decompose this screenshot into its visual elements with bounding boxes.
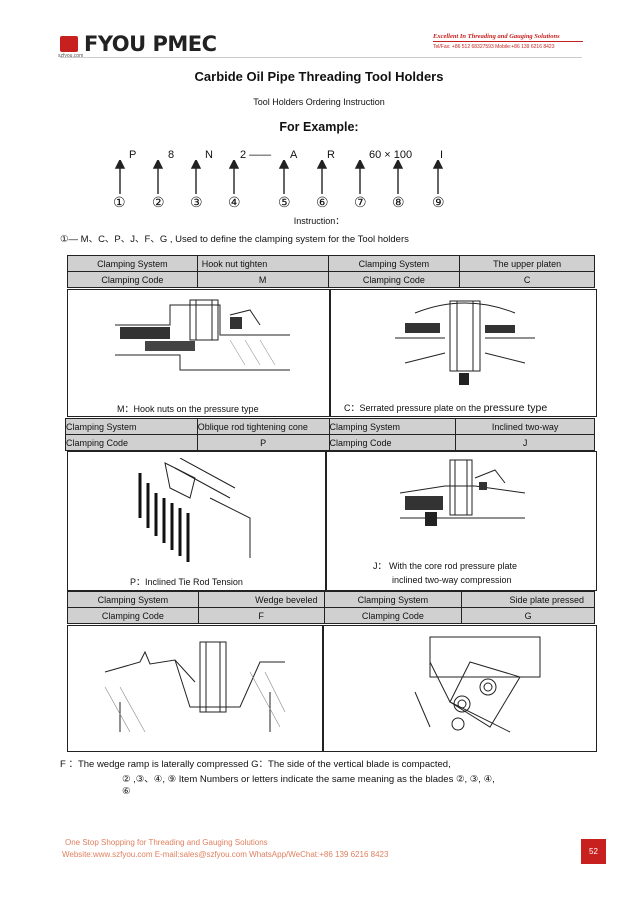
- table-cell: Clamping Code: [328, 434, 457, 451]
- diagram-j-box: [325, 451, 597, 591]
- code-letter-4: 2 ——: [240, 149, 272, 161]
- table-cell: Oblique rod tightening cone: [196, 418, 330, 435]
- caption-c: C：Serrated pressure plate on the pressur…: [344, 401, 547, 414]
- table-cell: Clamping System: [67, 255, 198, 272]
- footnote-line-2: ② ,③、④, ⑨ Item Numbers or letters indica…: [122, 774, 495, 785]
- diagram-m-box: [67, 289, 331, 417]
- caption-c-suffix: pressure type: [483, 402, 548, 414]
- table-row: Clamping Code P Clamping Code J: [65, 434, 595, 451]
- instruction-label: Instruction：: [293, 216, 345, 226]
- diagram-c-serrated-plate: [395, 300, 535, 385]
- diagram-m-hook-nut: [115, 299, 290, 371]
- header-red-rule: [433, 41, 583, 42]
- caption-j-line2: inclined two-way compression: [392, 575, 512, 585]
- table-cell: J: [455, 434, 595, 451]
- caption-j-line1: J： With the core rod pressure plate: [373, 561, 518, 571]
- diagram-p-tie-rod: [138, 458, 251, 562]
- table-cell: Clamping Code: [323, 607, 463, 624]
- logo-subtext: szfyou.com: [58, 53, 84, 59]
- table-cell: Clamping System: [67, 591, 199, 608]
- table-cell: Inclined two-way: [455, 418, 595, 435]
- logo-mark: [60, 36, 78, 52]
- code-arrows: [114, 160, 444, 194]
- circled-number-6: ⑥: [316, 194, 329, 210]
- table-cell: Wedge beveled: [197, 591, 325, 608]
- example-heading: For Example:: [279, 120, 359, 134]
- spec-table-f-g: Clamping System Wedge beveled Clamping S…: [67, 591, 595, 624]
- table-cell: C: [459, 271, 595, 288]
- code-letter-7: 60 × 100: [369, 149, 413, 161]
- header-divider: [60, 57, 582, 58]
- instruction-line-1: ①— M、C、P、J、F、G , Used to define the clam…: [60, 234, 409, 245]
- circled-number-4: ④: [228, 194, 241, 210]
- footnote-line-3: ⑥: [122, 786, 131, 797]
- page-subtitle: Tool Holders Ordering Instruction: [253, 97, 385, 107]
- circled-number-9: ⑨: [432, 194, 445, 210]
- code-letter-6: R: [327, 149, 335, 161]
- table-row: Clamping System Hook nut tighten Clampin…: [67, 255, 595, 272]
- caption-p: P：Inclined Tie Rod Tension: [130, 577, 243, 587]
- code-letter-2: 8: [168, 149, 175, 161]
- header-tagline: Excellent In Threading and Gauging Solut…: [433, 33, 560, 40]
- table-cell: Clamping System: [323, 591, 463, 608]
- table-cell: Clamping System: [327, 255, 461, 272]
- code-letter-3: N: [205, 149, 213, 161]
- diagram-j-core-rod: [399, 459, 526, 526]
- header-contact: Tel/Fax: +86 512 68327593 Mobile:+86 139…: [433, 44, 555, 50]
- code-letter-5: A: [290, 149, 298, 161]
- table-cell: Clamping Code: [67, 607, 199, 624]
- circled-number-2: ②: [152, 194, 165, 210]
- table-cell: F: [197, 607, 325, 624]
- code-letter-1: P: [129, 149, 137, 161]
- footnote-line-1: F ：The wedge ramp is laterally compresse…: [60, 759, 451, 770]
- logo-text: FYOU PMEC: [84, 32, 217, 56]
- table-row: Clamping Code F Clamping Code G: [67, 607, 595, 624]
- table-cell: Clamping Code: [327, 271, 461, 288]
- table-cell: G: [461, 607, 595, 624]
- table-cell: Clamping System: [328, 418, 457, 435]
- table-cell: Hook nut tighten: [196, 255, 329, 272]
- table-cell: Clamping Code: [65, 434, 198, 451]
- table-cell: M: [196, 271, 329, 288]
- page-number: 52: [581, 839, 606, 864]
- table-row: Clamping Code M Clamping Code C: [67, 271, 595, 288]
- table-cell: Clamping Code: [67, 271, 198, 288]
- table-row: Clamping System Wedge beveled Clamping S…: [67, 591, 595, 608]
- footer-contact: Website:www.szfyou.com E-mail:sales@szfy…: [62, 850, 389, 859]
- caption-m: M：Hook nuts on the pressure type: [117, 404, 259, 414]
- diagram-f-box: [67, 625, 324, 752]
- table-cell: Side plate pressed: [461, 591, 595, 608]
- diagram-p-box: [67, 451, 327, 591]
- spec-table-m-c: Clamping System Hook nut tighten Clampin…: [67, 255, 595, 288]
- diagram-f-wedge: [104, 641, 286, 733]
- table-cell: Clamping System: [65, 418, 198, 435]
- circled-number-1: ①: [113, 194, 126, 210]
- circled-number-8: ⑧: [392, 194, 405, 210]
- diagram-c-box: [329, 289, 597, 417]
- code-letter-8: I: [440, 149, 444, 161]
- spec-table-p-j: Clamping System Oblique rod tightening c…: [65, 418, 595, 451]
- table-row: Clamping System Oblique rod tightening c…: [65, 418, 595, 435]
- circled-number-5: ⑤: [278, 194, 291, 210]
- table-cell: The upper platen: [459, 255, 595, 272]
- diagram-g-side-plate: [414, 636, 541, 733]
- circled-number-7: ⑦: [354, 194, 367, 210]
- diagram-g-box: [322, 625, 597, 752]
- footer-slogan: One Stop Shopping for Threading and Gaug…: [65, 838, 268, 847]
- page-title: Carbide Oil Pipe Threading Tool Holders: [194, 69, 444, 84]
- table-cell: P: [196, 434, 330, 451]
- circled-number-3: ③: [190, 194, 203, 210]
- caption-c-prefix: C：Serrated pressure plate on the: [344, 403, 484, 413]
